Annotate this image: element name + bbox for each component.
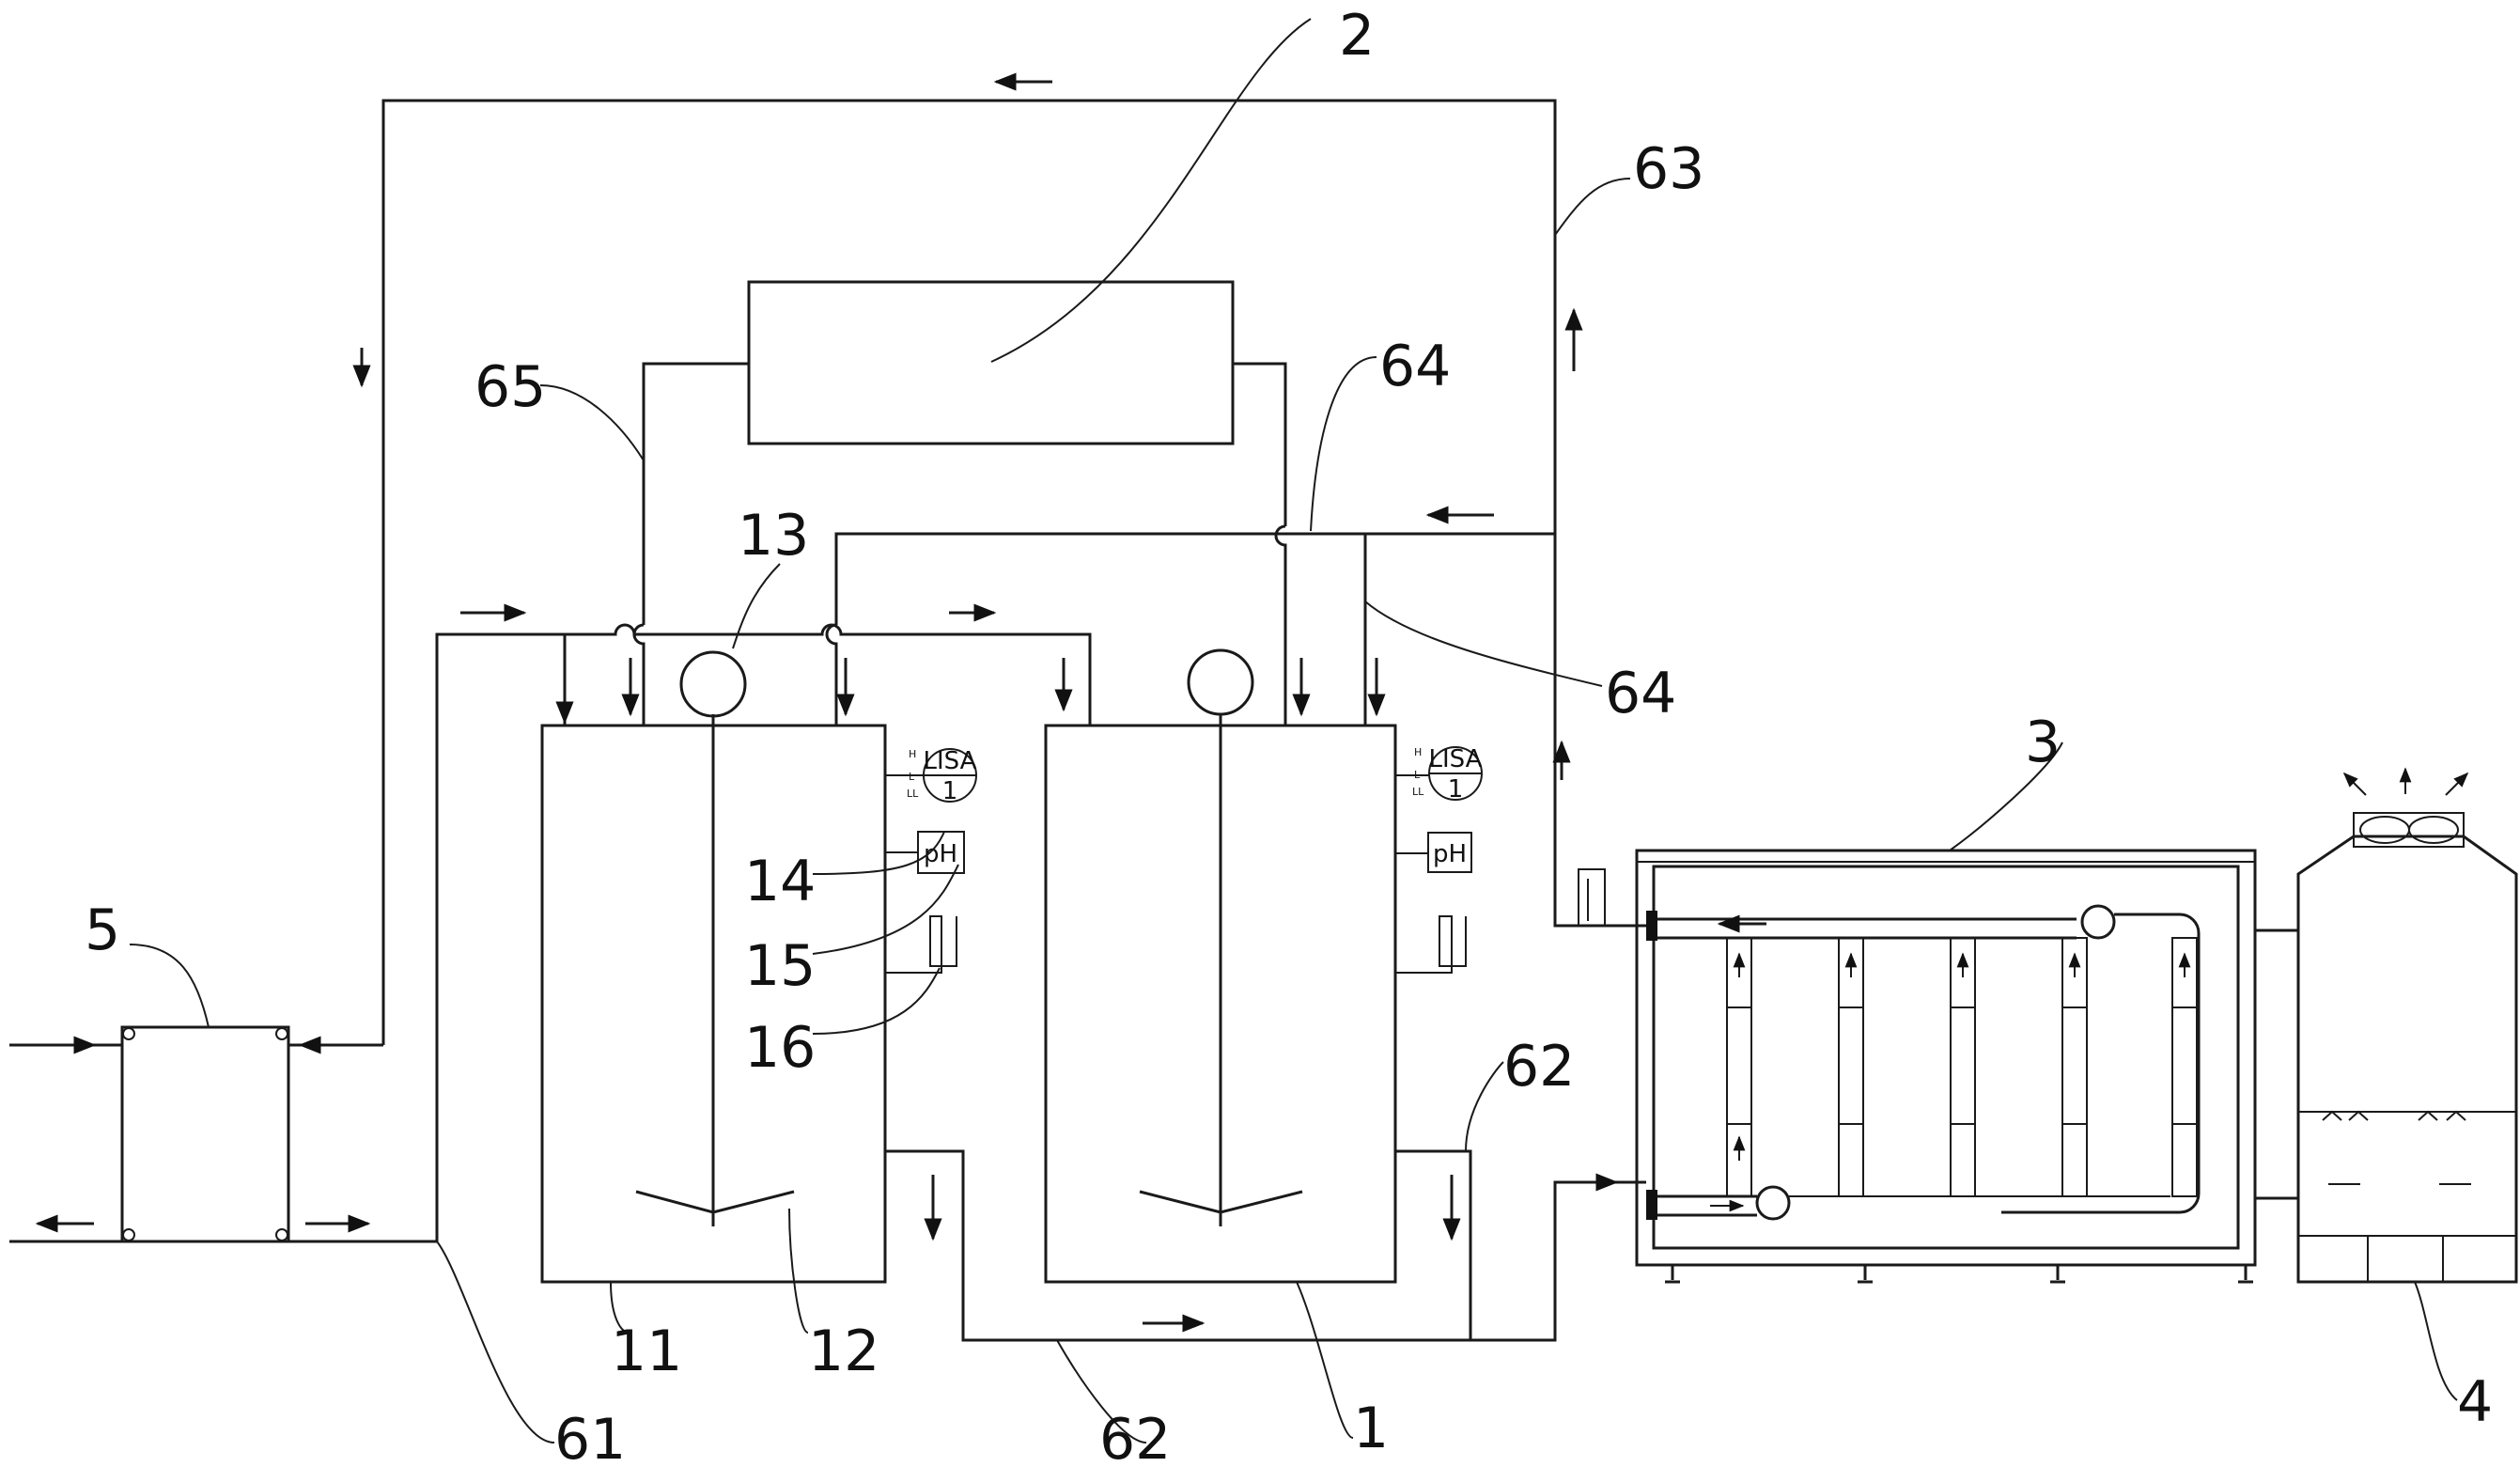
heat-exchanger-ports xyxy=(9,1036,437,1243)
label-11: 11 xyxy=(611,1319,682,1384)
agitator-motor-13 xyxy=(679,650,747,718)
label-16: 16 xyxy=(744,1015,816,1081)
tank-11 xyxy=(540,650,887,1284)
level-id: 1 xyxy=(942,777,958,805)
leader-lines xyxy=(129,18,2458,1444)
label-13: 13 xyxy=(738,503,809,569)
label-62-bottom: 62 xyxy=(1099,1407,1171,1467)
label-64-right: 64 xyxy=(1605,661,1676,726)
device-2 xyxy=(747,280,1235,445)
pipe-63 xyxy=(352,72,1646,1045)
label-14: 14 xyxy=(744,849,816,914)
agitator-motor xyxy=(1187,648,1254,716)
label-65: 65 xyxy=(474,354,546,420)
level-h: H xyxy=(909,748,916,760)
ph-probe: pH xyxy=(1395,832,1472,873)
pipe-62 xyxy=(885,1149,1646,1342)
sensor xyxy=(1395,915,1467,974)
label-61: 61 xyxy=(554,1407,626,1467)
cooling-tower-4 xyxy=(2296,767,2518,1284)
heat-exchanger xyxy=(120,1025,290,1243)
label-15: 15 xyxy=(744,933,816,999)
label-62-right: 62 xyxy=(1503,1034,1575,1100)
sensor-16 xyxy=(885,915,957,974)
label-1: 1 xyxy=(1353,1396,1389,1461)
label-2: 2 xyxy=(1339,3,1375,69)
level-tag: LISA xyxy=(924,747,977,775)
pipe-65 xyxy=(621,362,1311,726)
level-ll: LL xyxy=(907,788,919,800)
label-63: 63 xyxy=(1633,136,1704,202)
inlet-sensor xyxy=(1578,868,1606,926)
tank-1 xyxy=(1044,648,1397,1284)
level-switch: LISA 1 H L LL xyxy=(1395,745,1483,804)
pipe-61 xyxy=(435,603,1092,1241)
level-id-2: 1 xyxy=(1448,775,1464,804)
label-12: 12 xyxy=(808,1319,879,1384)
level-switch-14: LISA 1 H L LL xyxy=(885,747,977,805)
pipe-64 xyxy=(825,506,1555,726)
label-64-top: 64 xyxy=(1379,334,1451,399)
label-5: 5 xyxy=(85,897,120,963)
level-h-2: H xyxy=(1414,746,1422,758)
level-ll-2: LL xyxy=(1412,786,1424,798)
reactor-unit-3 xyxy=(1635,849,2298,1284)
ph-label-2: pH xyxy=(1433,840,1467,868)
label-4: 4 xyxy=(2457,1369,2493,1435)
label-3: 3 xyxy=(2025,710,2061,775)
level-tag-2: LISA xyxy=(1429,745,1483,773)
level-l: L xyxy=(909,771,915,783)
level-l-2: L xyxy=(1414,769,1421,781)
